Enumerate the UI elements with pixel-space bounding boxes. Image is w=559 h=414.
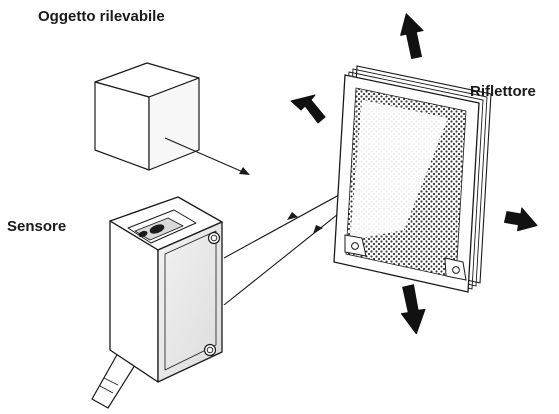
bold-arrow-icon (400, 13, 424, 60)
sensor-side-face (157, 221, 223, 383)
bold-arrow-icon (290, 94, 326, 124)
bold-arrow-icon (400, 284, 426, 335)
cube-front-face (94, 81, 150, 171)
arrowhead-icon (287, 212, 298, 220)
bold-arrow-icon (504, 207, 538, 232)
arrowhead-icon (313, 225, 323, 234)
detectable-object-cube (94, 62, 200, 171)
movement-arrows (290, 13, 538, 335)
arrowhead-icon (239, 167, 250, 175)
object-direction-arrow (164, 137, 250, 175)
sensor-cable (91, 352, 136, 409)
sensor-body (91, 196, 223, 409)
label-sensor: Sensore (7, 218, 67, 235)
label-detectable-object: Oggetto rilevabile (38, 8, 165, 25)
reflector (333, 65, 492, 293)
label-reflector: Riflettore (470, 83, 536, 100)
indicator-led-icon (149, 224, 165, 234)
